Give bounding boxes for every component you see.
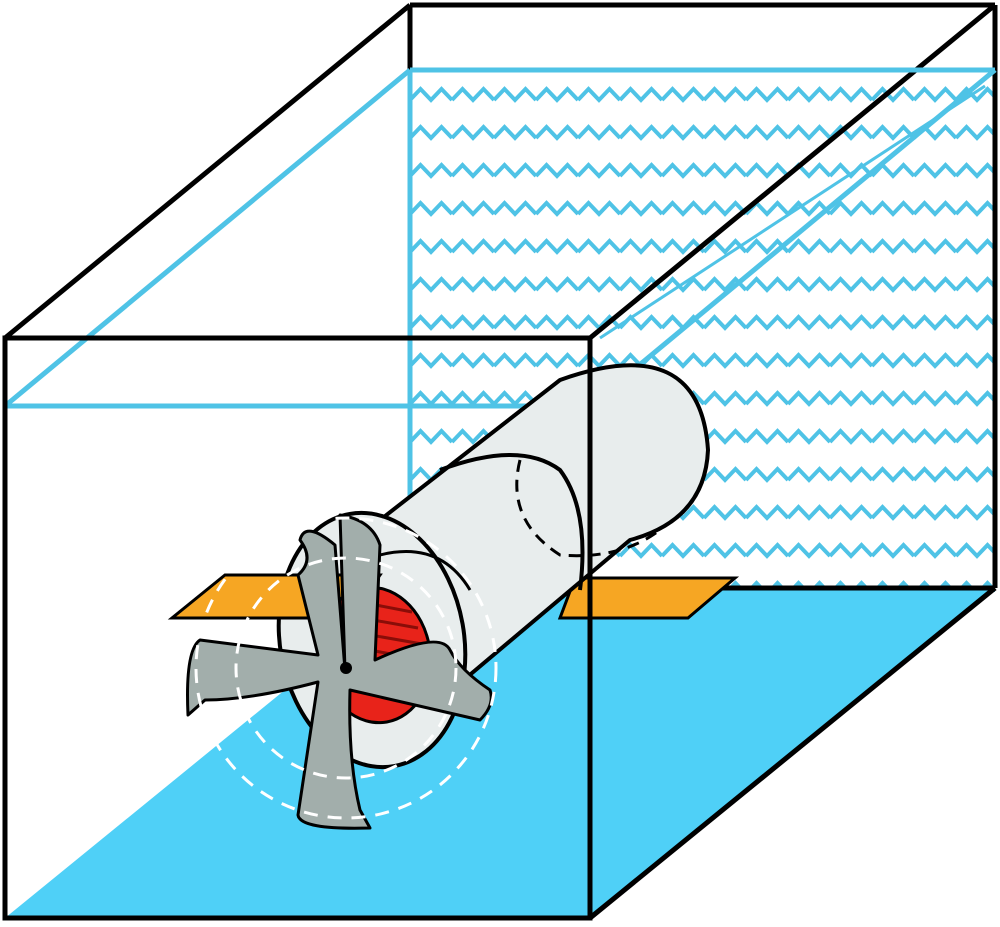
fin-icon xyxy=(557,576,740,620)
propeller-icon xyxy=(186,513,498,830)
water-floor xyxy=(5,588,995,918)
tank-back-edges xyxy=(3,2,998,591)
water-surface xyxy=(3,67,997,588)
tank-front-edges xyxy=(2,335,997,921)
